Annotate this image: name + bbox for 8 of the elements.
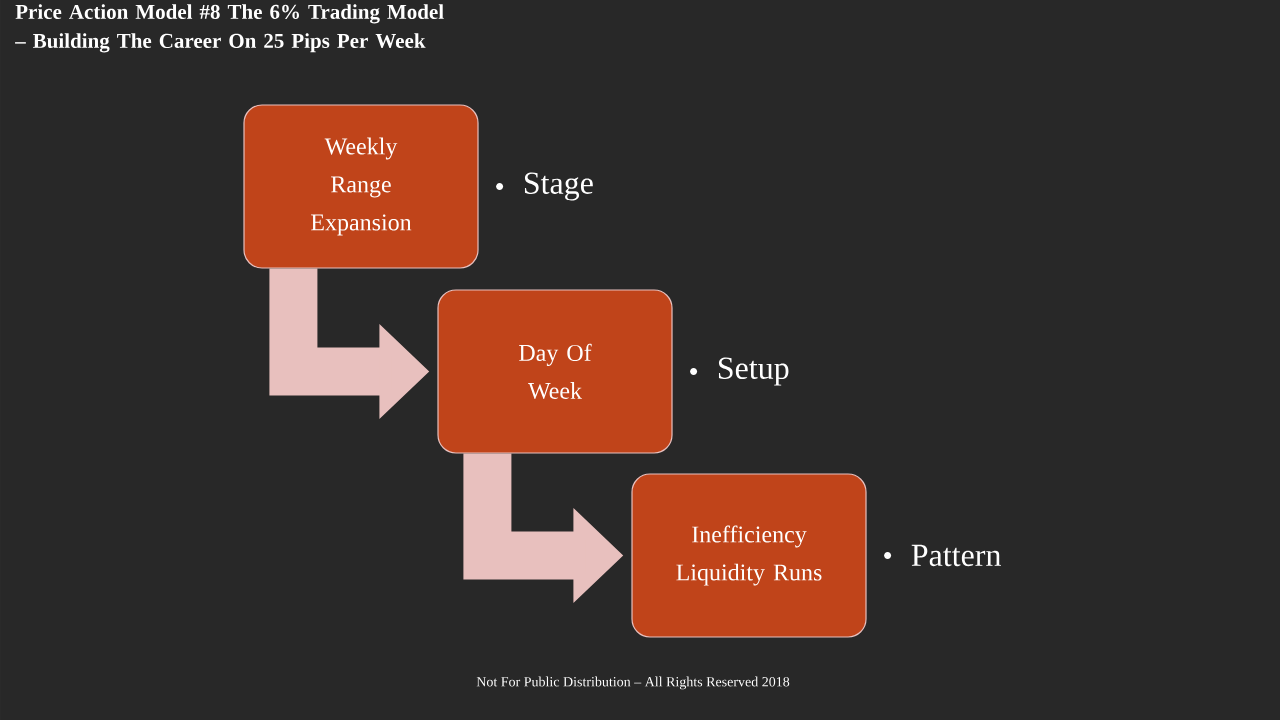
- footer-note: Not For Public Distribution – All Rights Reserved 2018: [476, 676, 790, 690]
- bullet-item: Setup: [690, 357, 789, 386]
- process-box: Day Of Week: [437, 289, 673, 454]
- process-box: Weekly Range Expansion: [243, 104, 479, 269]
- bullet-item: Pattern: [884, 544, 1001, 567]
- bullet-item: Stage: [496, 172, 593, 201]
- title: Price Action Model #8 The 6% Trading Model – Building The Career On 25 Pips Per Week: [15, 4, 444, 53]
- process-box: Inefficiency Liquidity Runs: [631, 473, 867, 638]
